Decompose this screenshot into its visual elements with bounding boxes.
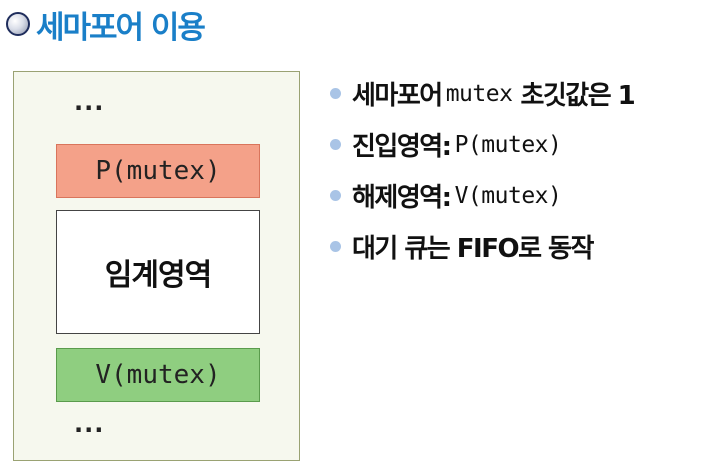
- bullet-dot-icon: [330, 241, 341, 252]
- bullet-text-after: 초깃값은 1: [520, 81, 635, 111]
- p-operation-label: P(mutex): [95, 156, 221, 186]
- bullet-item: 세마포어 mutex 초깃값은 1: [330, 68, 636, 119]
- slide-title-row: 세마포어 이용: [6, 4, 206, 46]
- bullet-code: V(mutex): [454, 182, 562, 209]
- bullet-code: mutex: [445, 80, 513, 107]
- bullet-list: 세마포어 mutex 초깃값은 1 진입영역: P(mutex) 해제영역: V…: [330, 68, 636, 272]
- bullet-code: P(mutex): [454, 131, 562, 158]
- ellipsis-bottom: ...: [74, 410, 105, 438]
- bullet-item: 해제영역: V(mutex): [330, 170, 634, 221]
- bullet-text: 진입영역:: [352, 132, 452, 162]
- bullet-dot-icon: [330, 190, 341, 201]
- bullet-dot-icon: [330, 88, 341, 99]
- v-operation-label: V(mutex): [95, 360, 221, 390]
- bullet-text: 대기 큐는 FIFO로 동작: [352, 234, 594, 264]
- bullet-text: 세마포어: [352, 81, 443, 111]
- critical-section-label: 임계영역: [104, 258, 212, 293]
- circle-bullet-icon: [6, 12, 30, 36]
- critical-section-box: 임계영역: [56, 210, 260, 334]
- bullet-text: 해제영역:: [352, 183, 452, 213]
- bullet-item: 대기 큐는 FIFO로 동작: [330, 221, 634, 272]
- process-code-panel: ... P(mutex) 임계영역 V(mutex) ...: [13, 71, 300, 461]
- ellipsis-top: ...: [74, 88, 105, 116]
- v-operation-box: V(mutex): [56, 348, 260, 402]
- bullet-item: 진입영역: P(mutex): [330, 119, 634, 170]
- slide-title: 세마포어 이용: [36, 9, 206, 46]
- bullet-dot-icon: [330, 139, 341, 150]
- p-operation-box: P(mutex): [56, 144, 260, 198]
